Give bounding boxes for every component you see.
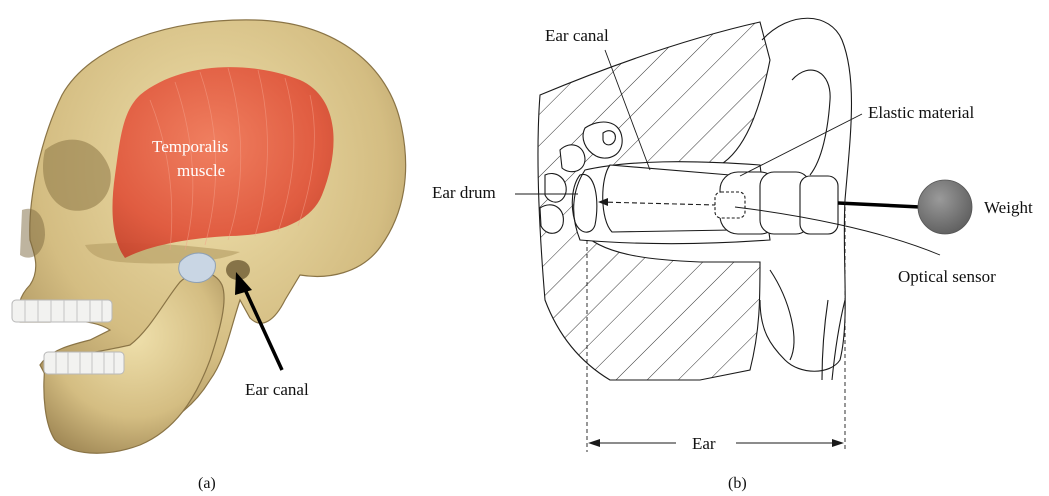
ear-dimension-label: Ear <box>692 434 716 453</box>
optical-sensor-label: Optical sensor <box>898 267 996 286</box>
jaw-joint <box>179 253 216 283</box>
elastic-material-label: Elastic material <box>868 103 974 122</box>
caption-a: (a) <box>198 475 216 492</box>
skull-illustration <box>12 20 406 453</box>
ear-canal-label-a: Ear canal <box>245 380 309 399</box>
caption-b: (b) <box>728 475 747 492</box>
earpiece-device <box>603 165 838 234</box>
ear-drum-label: Ear drum <box>432 183 496 202</box>
weight-rod <box>838 203 920 207</box>
weight-label: Weight <box>984 198 1033 217</box>
ear-canal-label-b: Ear canal <box>545 26 609 45</box>
temporalis-label-line2: muscle <box>177 161 225 180</box>
ear-dim-arrow-left <box>588 439 600 447</box>
temporalis-label-line1: Temporalis <box>152 137 228 156</box>
weight <box>918 180 972 234</box>
elastic-material-leader <box>740 114 862 176</box>
lower-teeth <box>44 352 124 374</box>
upper-teeth <box>12 300 112 322</box>
ear-dim-arrow-right <box>832 439 844 447</box>
ear-cross-section <box>515 18 972 452</box>
